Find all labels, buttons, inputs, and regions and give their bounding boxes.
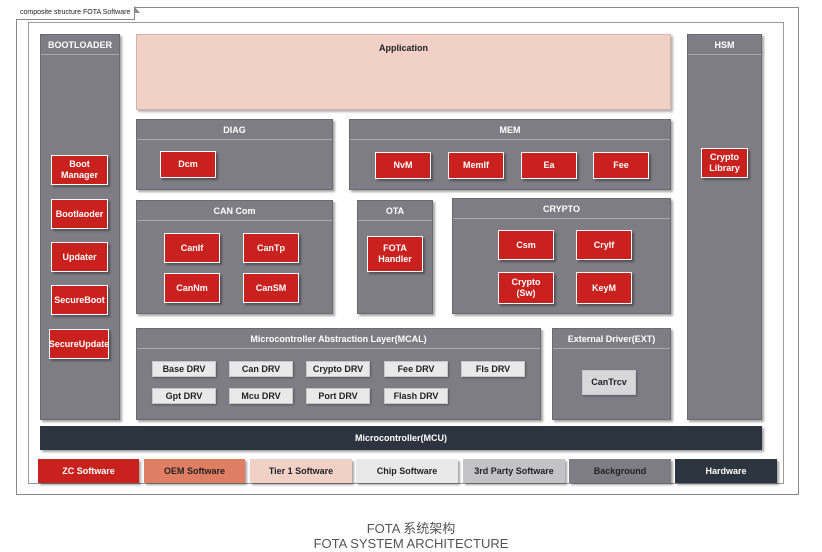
application-title: Application (379, 43, 428, 53)
bootloader-block: Bootlaoder (51, 199, 108, 229)
port-drv-block: Port DRV (306, 388, 370, 404)
legend-hardware: Hardware (675, 459, 777, 483)
ota-title: OTA (358, 201, 432, 221)
diag-panel: DIAG (136, 119, 333, 190)
secureupdate-block: SecureUpdate (49, 329, 109, 359)
cansm-block: CanSM (243, 273, 299, 303)
caption-chinese: FOTA 系统架构 (366, 521, 456, 536)
can-drv-block: Can DRV (229, 361, 293, 377)
ea-block: Ea (521, 152, 577, 179)
secureboot-block: SecureBoot (51, 285, 108, 315)
legend-background: Background (569, 459, 671, 483)
legend-chip-software: Chip Software (356, 459, 458, 483)
boot-manager-block: Boot Manager (51, 155, 108, 185)
memif-block: MemIf (448, 152, 504, 179)
legend-tier1-software: Tier 1 Software (250, 459, 352, 483)
crypto-sw-block: Crypto (Sw) (498, 272, 554, 304)
cannm-block: CanNm (164, 273, 220, 303)
crypto-title: CRYPTO (453, 199, 670, 219)
nvm-block: NvM (375, 152, 431, 179)
csm-block: Csm (498, 230, 554, 260)
legend-3rd-party-software: 3rd Party Software (463, 459, 565, 483)
fee-block: Fee (593, 152, 649, 179)
hsm-title: HSM (688, 35, 761, 55)
diag-title: DIAG (137, 120, 332, 140)
fota-handler-block: FOTA Handler (367, 236, 423, 272)
base-drv-block: Base DRV (152, 361, 216, 377)
crypto-library-block: Crypto Library (701, 148, 748, 178)
gpt-drv-block: Gpt DRV (152, 388, 216, 404)
crypto-panel: CRYPTO (452, 198, 671, 314)
cryif-block: CryIf (576, 230, 632, 260)
cantp-block: CanTp (243, 233, 299, 263)
cantrcv-block: CanTrcv (582, 370, 636, 395)
hsm-panel: HSM (687, 34, 762, 420)
mcu-drv-block: Mcu DRV (229, 388, 293, 404)
flash-drv-block: Flash DRV (384, 388, 448, 404)
mcal-title: Microcontroller Abstraction Layer(MCAL) (137, 329, 540, 349)
legend-zc-software: ZC Software (38, 459, 139, 483)
updater-block: Updater (51, 242, 108, 272)
microcontroller-bar: Microcontroller(MCU) (40, 426, 762, 450)
frame-title: composite structure FOTA Software (16, 6, 141, 20)
caption-english: FOTA SYSTEM ARCHITECTURE (313, 536, 509, 551)
keym-block: KeyM (576, 272, 632, 304)
legend-oem-software: OEM Software (144, 459, 245, 483)
fee-drv-block: Fee DRV (384, 361, 448, 377)
dcm-block: Dcm (160, 151, 216, 178)
application-panel: Application (136, 34, 671, 110)
can-com-title: CAN Com (137, 201, 332, 221)
bootloader-title: BOOTLOADER (41, 35, 119, 55)
ext-driver-title: External Driver(EXT) (553, 329, 670, 349)
crypto-drv-block: Crypto DRV (306, 361, 370, 377)
mem-title: MEM (350, 120, 670, 140)
canif-block: CanIf (164, 233, 220, 263)
fls-drv-block: Fls DRV (461, 361, 525, 377)
